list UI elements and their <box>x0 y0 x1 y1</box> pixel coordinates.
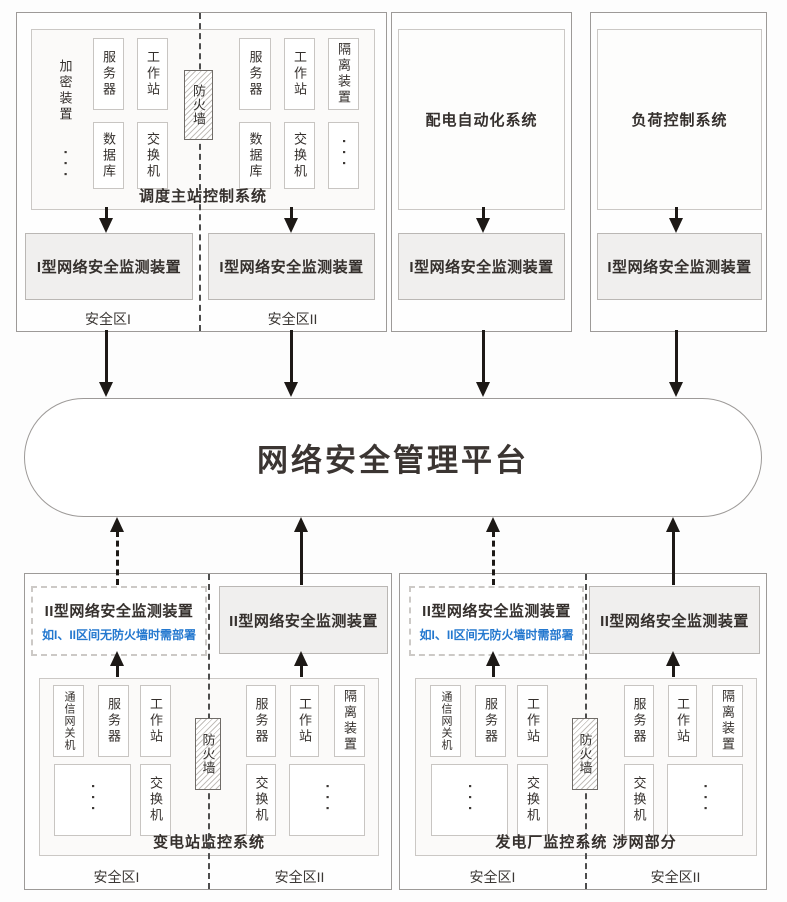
ellipsis-box: ··· <box>667 764 743 836</box>
firewall-label: 防火墙 <box>191 84 206 126</box>
monitor-type2-note: 如I、II区间无防火墙时需部署 <box>419 627 574 642</box>
arrow-down <box>675 330 678 383</box>
arrow-up <box>492 665 495 677</box>
arrow-down <box>105 330 108 383</box>
zone2-label: 安全区II <box>274 869 325 885</box>
device-switch: 交换机 <box>246 764 276 836</box>
monitor-type2-box: II型网络安全监测装置 <box>589 586 760 654</box>
device-database: 数据库 <box>239 122 271 189</box>
arrow-up-head <box>486 517 500 532</box>
arrow-up-dashed <box>492 531 495 585</box>
dispatch-system-label: 调度主站控制系统 <box>138 188 267 205</box>
monitor-type1-box: I型网络安全监测装置 <box>25 233 193 300</box>
arrow-down <box>482 207 485 219</box>
zone2-label: 安全区II <box>267 311 318 327</box>
device-switch: 交换机 <box>517 764 548 836</box>
arrow-down-head <box>476 382 490 397</box>
device-isolation: 隔离装置 <box>328 38 359 110</box>
device-workstation: 工作站 <box>137 38 168 110</box>
firewall-box: 防火墙 <box>184 70 213 140</box>
dispatch-system-box: 加密装置 ··· 服务器 工作站 数据库 交换机 服务器 工作站 隔离装置 数据… <box>31 29 375 210</box>
zone1-label: 安全区I <box>93 869 140 885</box>
arrow-up <box>116 665 119 677</box>
device-switch: 交换机 <box>624 764 654 836</box>
zone1-label: 安全区I <box>85 311 131 327</box>
load-system-box: 负荷控制系统 <box>597 29 762 210</box>
ellipsis-box: ··· <box>431 764 508 836</box>
arrow-down-head <box>476 218 490 233</box>
device-server: 服务器 <box>93 38 124 110</box>
arrow-down <box>675 207 678 219</box>
device-isolation: 隔离装置 <box>334 685 365 757</box>
arrow-down-head <box>284 382 298 397</box>
firewall-box: 防火墙 <box>572 718 598 790</box>
device-comm-gateway: 通信网关机 <box>430 685 461 757</box>
arrow-up-head <box>110 517 124 532</box>
platform-title: 网络安全管理平台 <box>257 443 529 478</box>
arrow-up-head <box>486 651 500 666</box>
section-substation: II型网络安全监测装置 如I、II区间无防火墙时需部署 II型网络安全监测装置 … <box>24 573 392 890</box>
arrow-up-dashed <box>116 531 119 585</box>
section-plant: II型网络安全监测装置 如I、II区间无防火墙时需部署 II型网络安全监测装置 … <box>399 573 767 890</box>
arrow-down <box>290 207 293 219</box>
monitor-type1-box: I型网络安全监测装置 <box>398 233 565 300</box>
arrow-up-head <box>666 651 680 666</box>
ellipsis: ··· <box>56 149 74 183</box>
device-encryption-label: 加密装置 <box>57 58 73 123</box>
arrow-down <box>290 330 293 383</box>
ellipsis-box: ··· <box>328 122 359 189</box>
device-server: 服务器 <box>98 685 129 757</box>
device-server: 服务器 <box>246 685 276 757</box>
device-workstation: 工作站 <box>290 685 319 757</box>
section-load: 负荷控制系统 I型网络安全监测装置 <box>590 12 767 332</box>
firewall-label: 防火墙 <box>577 733 593 775</box>
arrow-down-head <box>669 382 683 397</box>
ellipsis-box: ··· <box>289 764 365 836</box>
device-server: 服务器 <box>624 685 654 757</box>
device-comm-gateway: 通信网关机 <box>53 685 84 757</box>
device-workstation: 工作站 <box>284 38 315 110</box>
arrow-down-head <box>99 218 113 233</box>
zone-separator-dashed <box>199 13 201 331</box>
monitor-type2-optional-box: II型网络安全监测装置 如I、II区间无防火墙时需部署 <box>409 586 584 656</box>
firewall-box: 防火墙 <box>195 718 221 790</box>
monitor-type1-box: I型网络安全监测装置 <box>597 233 762 300</box>
ellipsis-box: ··· <box>54 764 131 836</box>
device-encryption: 加密装置 <box>52 38 78 143</box>
arrow-down <box>105 207 108 219</box>
monitor-type1-box: I型网络安全监测装置 <box>208 233 375 300</box>
device-workstation: 工作站 <box>517 685 548 757</box>
monitor-type2-box: II型网络安全监测装置 <box>219 586 388 654</box>
security-platform: 网络安全管理平台 <box>24 398 762 517</box>
arrow-up-head <box>666 517 680 532</box>
section-dispatch: 加密装置 ··· 服务器 工作站 数据库 交换机 服务器 工作站 隔离装置 数据… <box>16 12 387 332</box>
firewall-label: 防火墙 <box>200 733 216 775</box>
arrow-down <box>482 330 485 383</box>
device-server: 服务器 <box>475 685 506 757</box>
zone1-label: 安全区I <box>469 869 516 885</box>
device-switch: 交换机 <box>284 122 315 189</box>
arrow-down-head <box>99 382 113 397</box>
arrow-up <box>300 665 303 677</box>
arrow-up-head <box>294 517 308 532</box>
device-workstation: 工作站 <box>668 685 697 757</box>
monitor-type2-note: 如I、II区间无防火墙时需部署 <box>41 627 196 642</box>
device-switch: 交换机 <box>137 122 168 189</box>
arrow-up-head <box>294 651 308 666</box>
device-switch: 交换机 <box>140 764 171 836</box>
arrow-down-head <box>669 218 683 233</box>
arrow-up <box>300 531 303 585</box>
device-isolation: 隔离装置 <box>712 685 743 757</box>
zone2-label: 安全区II <box>650 869 701 885</box>
section-distribution: 配电自动化系统 I型网络安全监测装置 <box>391 12 572 332</box>
arrow-up <box>672 531 675 585</box>
device-workstation: 工作站 <box>140 685 171 757</box>
distribution-system-box: 配电自动化系统 <box>398 29 565 210</box>
arrow-up-head <box>110 651 124 666</box>
device-database: 数据库 <box>93 122 124 189</box>
monitor-type2-optional-box: II型网络安全监测装置 如I、II区间无防火墙时需部署 <box>31 586 207 656</box>
arrow-up <box>672 665 675 677</box>
arrow-down-head <box>284 218 298 233</box>
device-server: 服务器 <box>239 38 271 110</box>
